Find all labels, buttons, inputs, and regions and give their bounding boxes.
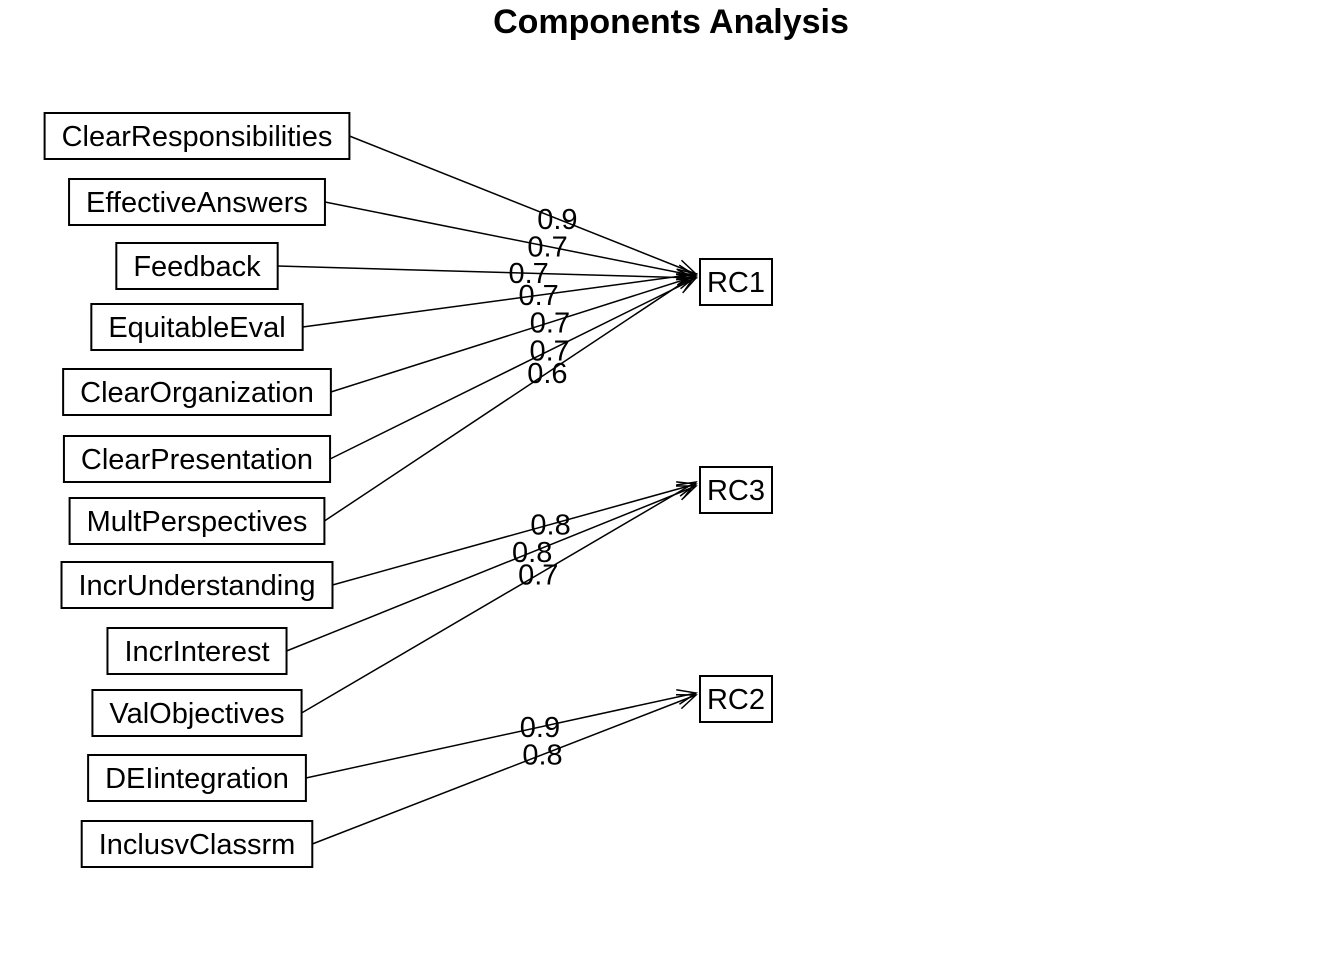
variable-node-mult-perspectives: MultPerspectives (68, 497, 326, 545)
variable-label: ClearOrganization (80, 377, 314, 409)
variable-box (115, 242, 279, 290)
variable-node-feedback: Feedback (115, 242, 279, 290)
variable-node-equitable-eval: EquitableEval (90, 303, 304, 351)
component-label: RC1 (707, 267, 765, 299)
loading-arrow (286, 485, 697, 652)
component-node-rc3: RC3 (699, 466, 773, 514)
component-label: RC2 (707, 684, 765, 716)
variable-node-effective-answers: EffectiveAnswers (68, 178, 326, 226)
loading-label-layer: 0.90.70.70.70.70.70.60.80.80.70.90.8 (509, 204, 578, 772)
loading-value: 0.8 (522, 740, 562, 772)
variable-node-clear-presentation: ClearPresentation (62, 435, 332, 483)
component-node-rc2: RC2 (699, 675, 773, 723)
loading-arrow (349, 135, 697, 275)
diagram-title: Components Analysis (493, 3, 849, 41)
edge-layer (277, 135, 699, 845)
variable-label: IncrUnderstanding (79, 570, 316, 602)
variable-label: ClearResponsibilities (62, 121, 333, 153)
variable-label: ValObjectives (109, 698, 284, 730)
loading-value: 0.8 (512, 537, 552, 569)
variable-label: EquitableEval (108, 312, 285, 344)
variable-box (60, 561, 334, 609)
loading-value: 0.9 (520, 712, 560, 744)
variable-label: DEIintegration (105, 763, 289, 795)
variable-box (91, 689, 303, 737)
arrowhead (675, 273, 698, 290)
variable-node-inclusv-classrm: InclusvClassrm (80, 820, 314, 868)
loading-value: 0.9 (537, 204, 577, 236)
variable-box (62, 368, 332, 416)
loading-value: 0.7 (518, 559, 558, 591)
variable-box (106, 627, 288, 675)
loading-arrow (332, 483, 697, 586)
arrowhead (676, 688, 698, 705)
loading-arrow (302, 273, 697, 328)
loading-value: 0.7 (529, 335, 569, 367)
variable-node-clear-organization: ClearOrganization (62, 368, 332, 416)
variable-label: ClearPresentation (81, 444, 313, 476)
variable-node-incr-understanding: IncrUnderstanding (60, 561, 334, 609)
loading-arrow (329, 277, 697, 460)
component-box (699, 466, 773, 514)
loading-arrow (323, 273, 697, 522)
loading-arrow (277, 265, 697, 279)
component-node-rc1: RC1 (699, 258, 773, 306)
variable-box (62, 435, 332, 483)
loading-value: 0.6 (527, 358, 567, 390)
loading-arrow (301, 481, 697, 714)
variable-label: MultPerspectives (87, 506, 308, 538)
component-label: RC3 (707, 475, 765, 507)
variable-box (68, 178, 326, 226)
variable-box (87, 754, 307, 802)
variable-box (80, 820, 314, 868)
loading-value: 0.8 (530, 509, 570, 541)
variable-box (68, 497, 326, 545)
variable-node-val-objectives: ValObjectives (91, 689, 303, 737)
arrowhead (676, 480, 698, 499)
variable-label: Feedback (133, 251, 261, 283)
loading-arrow (324, 201, 697, 277)
arrowhead (676, 272, 698, 291)
loading-arrow (330, 275, 697, 393)
loading-value: 0.7 (530, 307, 570, 339)
variable-box (43, 112, 351, 160)
loading-value: 0.7 (527, 231, 567, 263)
component-box (699, 675, 773, 723)
variable-node-de-iintegration: DEIintegration (87, 754, 307, 802)
loading-value: 0.7 (519, 280, 559, 312)
node-layer: ClearResponsibilitiesEffectiveAnswersFee… (43, 112, 773, 868)
variable-label: InclusvClassrm (99, 829, 296, 861)
loading-arrow (312, 694, 697, 845)
variable-node-incr-interest: IncrInterest (106, 627, 288, 675)
variable-node-clear-responsibilities: ClearResponsibilities (43, 112, 351, 160)
component-box (699, 258, 773, 306)
variable-box (90, 303, 304, 351)
variable-label: EffectiveAnswers (86, 187, 308, 219)
variable-label: IncrInterest (124, 636, 269, 668)
arrowhead (676, 481, 698, 497)
arrowhead (675, 694, 698, 710)
loading-value: 0.7 (509, 258, 549, 290)
loading-arrow (305, 692, 697, 779)
